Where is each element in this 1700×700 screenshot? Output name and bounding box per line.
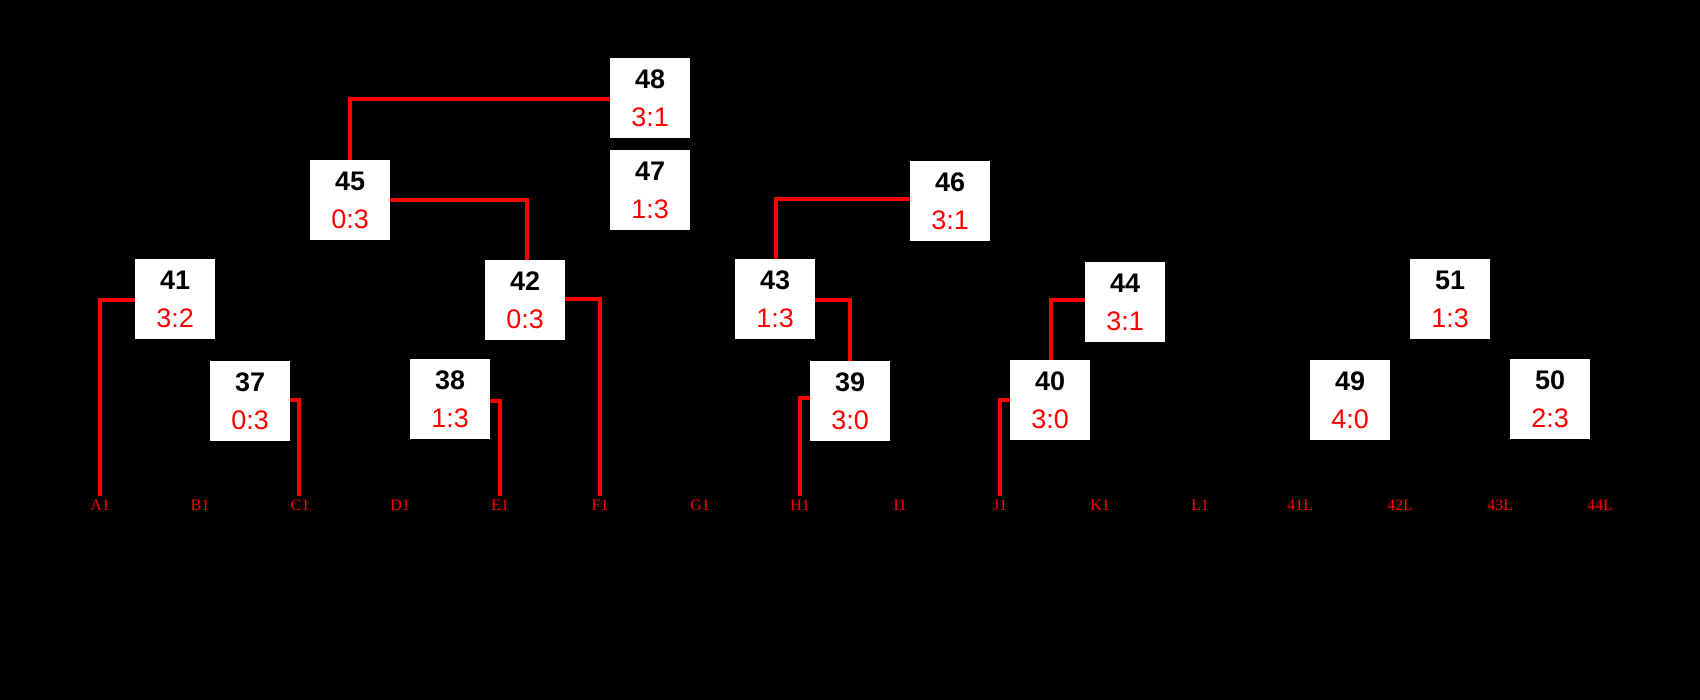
slot-label-H1: H1 <box>790 497 810 514</box>
match-score: 1:3 <box>431 402 469 433</box>
match-score: 0:3 <box>231 404 269 435</box>
match-score: 3:1 <box>631 101 669 132</box>
slot-label-I1: I1 <box>893 497 907 514</box>
slot-label-44L: 44L <box>1587 497 1613 514</box>
match-score: 3:2 <box>156 302 194 333</box>
match-number: 41 <box>159 264 191 295</box>
slot-label-G1: G1 <box>690 497 710 514</box>
slot-label-K1: K1 <box>1090 497 1110 514</box>
match-score: 1:3 <box>631 193 669 224</box>
match-number: 50 <box>1534 364 1566 395</box>
match-score: 0:3 <box>331 203 369 234</box>
connector-38-E1 <box>490 399 502 496</box>
match-score: 3:1 <box>1106 305 1144 336</box>
slot-label-42L: 42L <box>1387 497 1413 514</box>
match-number: 46 <box>934 166 966 197</box>
match-number: 43 <box>759 264 791 295</box>
match-number: 51 <box>1434 264 1466 295</box>
match-number: 39 <box>834 366 866 397</box>
connector-43-39 <box>815 298 852 361</box>
slot-label-J1: J1 <box>992 497 1008 514</box>
match-score: 0:3 <box>506 303 544 334</box>
slot-label-F1: F1 <box>591 497 609 514</box>
match-number: 45 <box>334 165 366 196</box>
match-score: 1:3 <box>756 302 794 333</box>
slot-label-43L: 43L <box>1487 497 1513 514</box>
slot-label-A1: A1 <box>90 497 110 514</box>
connector-41-A1 <box>98 298 135 496</box>
connector-46-43 <box>774 197 910 259</box>
match-number: 40 <box>1034 365 1066 396</box>
match-number: 38 <box>434 364 466 395</box>
slot-label-C1: C1 <box>290 497 310 514</box>
match-score: 4:0 <box>1331 403 1369 434</box>
match-number: 49 <box>1334 365 1366 396</box>
slot-label-E1: E1 <box>491 497 509 514</box>
connector-44-40 <box>1049 298 1085 360</box>
slot-label-41L: 41L <box>1287 497 1313 514</box>
match-number: 44 <box>1109 267 1141 298</box>
match-number: 42 <box>509 265 541 296</box>
match-number: 37 <box>234 366 266 397</box>
match-number: 48 <box>634 63 666 94</box>
match-score: 1:3 <box>1431 302 1469 333</box>
match-score: 2:3 <box>1531 402 1569 433</box>
slot-label-D1: D1 <box>390 497 410 514</box>
slot-label-B1: B1 <box>190 497 210 514</box>
connector-39-H1 <box>798 396 810 496</box>
connector-40-J1 <box>998 398 1010 496</box>
connector-37-C1 <box>290 398 301 496</box>
connector-48-45 <box>348 97 610 160</box>
match-score: 3:0 <box>1031 403 1069 434</box>
match-score: 3:1 <box>931 204 969 235</box>
slot-label-L1: L1 <box>1191 497 1209 514</box>
connector-42-F1 <box>565 297 602 496</box>
match-number: 47 <box>634 155 666 186</box>
connector-45-42 <box>390 198 529 260</box>
match-score: 3:0 <box>831 404 869 435</box>
